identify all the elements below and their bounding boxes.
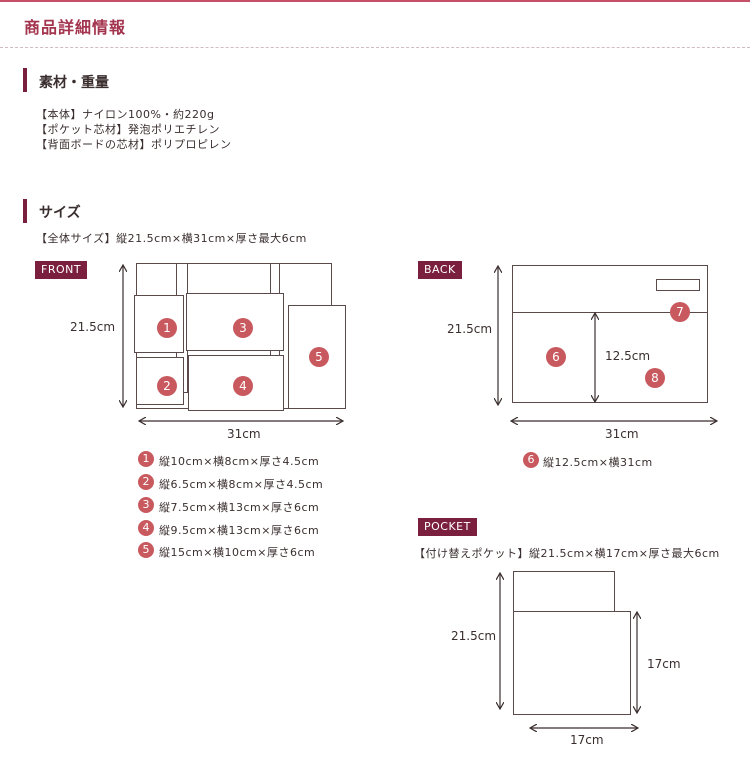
pocket-front-panel <box>513 611 631 715</box>
pocket-inner-height-label: 17cm <box>647 657 681 671</box>
size-section-title: サイズ <box>39 205 81 221</box>
front-pocket-5 <box>288 305 346 409</box>
top-accent-line <box>0 0 750 2</box>
spec-marker-3: 3 <box>138 497 154 513</box>
spec-text-5: 縦15cm×横10cm×厚さ6cm <box>159 546 316 559</box>
pocket-description: 【付け替えポケット】縦21.5cm×横17cm×厚さ最大6cm <box>414 547 720 560</box>
overall-size-text: 【全体サイズ】縦21.5cm×横31cm×厚さ最大6cm <box>36 232 307 245</box>
spec-text-4: 縦9.5cm×横13cm×厚さ6cm <box>159 524 320 537</box>
material-line-body: 【本体】ナイロン100%・約220g <box>36 108 215 121</box>
front-marker-5: 5 <box>309 347 329 367</box>
spec-marker-2: 2 <box>138 474 154 490</box>
pocket-height-label: 21.5cm <box>451 629 497 643</box>
spec-marker-1: 1 <box>138 451 154 467</box>
material-line-pocket: 【ポケット芯材】発泡ポリエチレン <box>36 123 220 136</box>
back-spec-marker: 6 <box>523 452 539 468</box>
back-pocket-6 <box>512 312 708 403</box>
spec-text-1: 縦10cm×横8cm×厚さ4.5cm <box>159 455 320 468</box>
front-marker-4: 4 <box>233 376 253 396</box>
back-marker-8: 8 <box>645 368 665 388</box>
front-marker-3: 3 <box>233 318 253 338</box>
pocket-width-label: 17cm <box>570 733 604 747</box>
back-marker-7: 7 <box>670 302 690 322</box>
back-height-label: 21.5cm <box>447 322 493 336</box>
front-marker-1: 1 <box>157 318 177 338</box>
spec-text-2: 縦6.5cm×横8cm×厚さ4.5cm <box>159 478 324 491</box>
size-section-bar <box>23 199 27 223</box>
spec-text-3: 縦7.5cm×横13cm×厚さ6cm <box>159 501 320 514</box>
front-height-label: 21.5cm <box>70 320 116 334</box>
back-tag: BACK <box>418 261 462 279</box>
pocket-tag: POCKET <box>418 518 477 536</box>
material-line-back-board: 【背面ボードの芯材】ポリプロピレン <box>36 138 232 151</box>
back-width-label: 31cm <box>605 427 639 441</box>
back-marker-6: 6 <box>546 347 566 367</box>
spec-marker-4: 4 <box>138 520 154 536</box>
spec-marker-5: 5 <box>138 542 154 558</box>
header-divider <box>0 47 750 48</box>
front-marker-2: 2 <box>157 376 177 396</box>
materials-section-title: 素材・重量 <box>39 75 109 91</box>
front-tag: FRONT <box>35 261 88 279</box>
back-inner-height-label: 12.5cm <box>605 349 651 363</box>
page-title: 商品詳細情報 <box>24 18 127 37</box>
back-spec-text: 縦12.5cm×横31cm <box>543 456 653 469</box>
back-label-slot <box>656 279 700 291</box>
front-width-label: 31cm <box>227 427 261 441</box>
materials-section-bar <box>23 68 27 92</box>
